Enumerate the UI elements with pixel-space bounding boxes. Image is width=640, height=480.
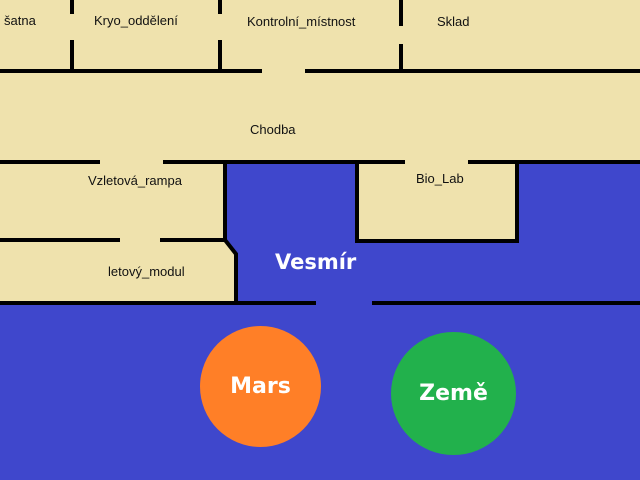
room-label-vzletova-rampa[interactable]: Vzletová_rampa [88, 173, 182, 188]
room-label-bio-lab[interactable]: Bio_Lab [416, 171, 464, 186]
room-label-sklad[interactable]: Sklad [437, 14, 470, 29]
room-label-kontrolni[interactable]: Kontrolní_místnost [247, 14, 356, 29]
room-label-satna[interactable]: šatna [4, 13, 36, 28]
wall-segment [223, 238, 238, 303]
room-label-letovy-modul[interactable]: letový_modul [108, 264, 185, 279]
walls [0, 0, 640, 305]
wall-segment [355, 162, 519, 243]
room-label-kryo[interactable]: Kryo_oddělení [94, 13, 178, 28]
planet-zeme-label: Země [419, 381, 488, 406]
planet-mars-label: Mars [230, 374, 291, 399]
room-label-chodba[interactable]: Chodba [250, 122, 296, 137]
space-label: Vesmír [275, 250, 357, 274]
bio-lab-floor[interactable] [357, 162, 517, 241]
station-floor [0, 0, 640, 303]
planet-mars[interactable]: Mars [200, 326, 321, 447]
planet-zeme[interactable]: Země [391, 332, 516, 455]
